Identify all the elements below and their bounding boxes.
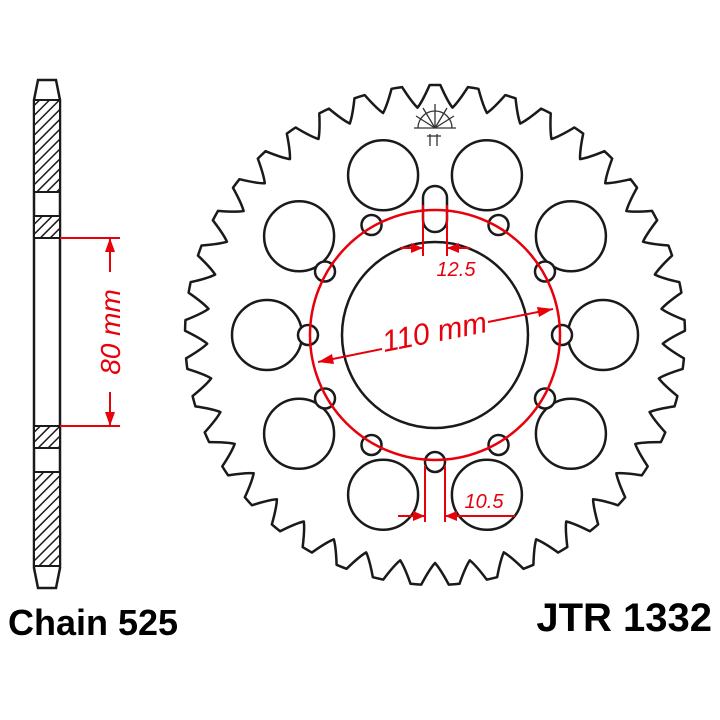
lightening-hole bbox=[262, 200, 336, 273]
side-profile-outline bbox=[32, 78, 62, 590]
bottom-bolt-hole bbox=[423, 450, 447, 474]
hatched-band-top bbox=[33, 99, 61, 193]
chain-size-label: Chain 525 bbox=[8, 602, 179, 643]
hatched-band-hub-top bbox=[33, 215, 61, 239]
part-number-label: JTR 1332 bbox=[536, 596, 712, 640]
lightening-hole bbox=[262, 397, 336, 470]
lightening-hole bbox=[566, 298, 640, 372]
hatched-band-bottom bbox=[33, 471, 61, 567]
stud-hole-label: 12.5 bbox=[437, 259, 477, 281]
sprocket-front-view bbox=[183, 83, 687, 586]
lightening-hole bbox=[534, 200, 608, 273]
lightening-hole bbox=[346, 138, 420, 212]
jt-sunburst-logo-icon bbox=[414, 104, 456, 146]
bolt-hole bbox=[550, 323, 574, 347]
lightening-holes bbox=[230, 138, 640, 532]
lightening-hole bbox=[534, 397, 608, 470]
stud-hole-dimension bbox=[400, 205, 470, 256]
center-bore bbox=[340, 240, 530, 430]
lightening-hole bbox=[450, 458, 524, 532]
side-height-dimension bbox=[60, 237, 120, 427]
side-profile-view bbox=[32, 78, 62, 590]
bolt-hole bbox=[296, 323, 320, 347]
lightening-hole bbox=[346, 458, 420, 532]
lightening-hole bbox=[450, 138, 524, 212]
bottom-hole-dimension bbox=[398, 466, 515, 522]
bottom-hole-label: 10.5 bbox=[465, 491, 505, 513]
pcd-dimension bbox=[308, 208, 562, 462]
hatched-band-hub-bottom bbox=[33, 425, 61, 449]
lightening-hole bbox=[230, 298, 304, 372]
pitch-circle bbox=[308, 208, 562, 462]
side-height-label: 80 mm bbox=[95, 289, 126, 375]
